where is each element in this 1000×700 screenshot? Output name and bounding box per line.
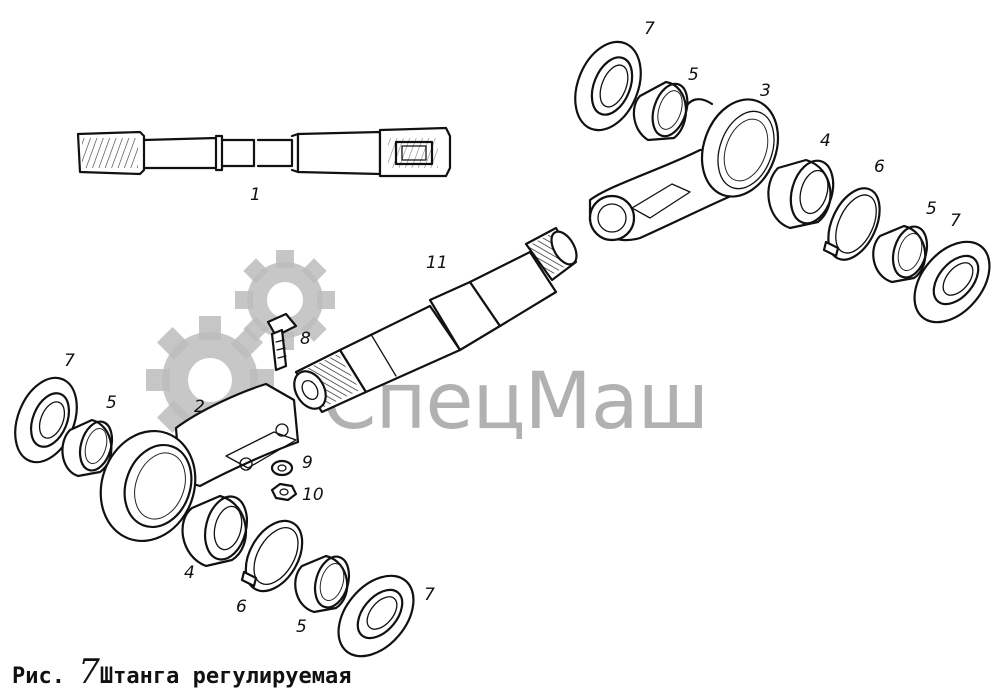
part-4-bearing-right bbox=[767, 158, 835, 230]
part-2-tip-housing bbox=[99, 382, 300, 543]
callout-4-bottom: 4 bbox=[184, 563, 195, 583]
watermark-gear-small-icon bbox=[235, 250, 335, 350]
callout-7-bottom: 7 bbox=[424, 585, 435, 605]
callout-4-top: 4 bbox=[820, 131, 831, 151]
watermark-gear-large-icon bbox=[146, 316, 274, 444]
caption-figure-number: 7 bbox=[78, 652, 100, 692]
callout-6-right: 6 bbox=[874, 157, 885, 177]
callout-2: 2 bbox=[194, 397, 205, 417]
callout-1: 1 bbox=[250, 185, 261, 205]
part-7-seal-top bbox=[574, 40, 642, 132]
part-3-tip-housing bbox=[588, 98, 780, 242]
callout-9: 9 bbox=[302, 453, 313, 473]
part-6-ring-right bbox=[822, 187, 881, 261]
part-6-ring-lower bbox=[240, 519, 304, 593]
callout-11: 11 bbox=[426, 253, 448, 273]
callout-5-right: 5 bbox=[926, 199, 937, 219]
callout-5-left: 5 bbox=[106, 393, 117, 413]
part-1-rod bbox=[76, 126, 452, 178]
part-7-seal-right bbox=[913, 240, 991, 324]
part-4-bearing-lower bbox=[181, 494, 248, 568]
callout-5-top: 5 bbox=[688, 65, 699, 85]
callout-8: 8 bbox=[300, 329, 311, 349]
part-8-bolt bbox=[266, 312, 298, 372]
callout-10: 10 bbox=[302, 485, 324, 505]
part-5-bushing-lower bbox=[294, 554, 351, 614]
part-5-bushing-left bbox=[61, 418, 114, 478]
figure-caption: Рис. 7Штанга регулируемая bbox=[12, 652, 352, 692]
part-11-shaft bbox=[293, 226, 578, 414]
callout-5-bottom: 5 bbox=[296, 617, 307, 637]
caption-prefix: Рис. bbox=[12, 664, 65, 689]
part-5-bushing-top bbox=[632, 80, 689, 142]
part-5-bushing-right bbox=[872, 224, 929, 284]
caption-title: Штанга регулируемая bbox=[99, 664, 352, 689]
callout-6-bottom: 6 bbox=[236, 597, 247, 617]
callout-7-left: 7 bbox=[64, 351, 75, 371]
callout-3: 3 bbox=[760, 81, 771, 101]
callout-7-top: 7 bbox=[644, 19, 655, 39]
part-9-washer bbox=[270, 459, 294, 477]
part-10-nut bbox=[270, 482, 298, 502]
callout-labels: 1 2 3 4 4 5 5 5 5 6 6 7 7 7 7 8 9 10 11 bbox=[64, 19, 961, 637]
part-7-seal-lower bbox=[337, 574, 415, 658]
callout-7-right: 7 bbox=[950, 211, 961, 231]
